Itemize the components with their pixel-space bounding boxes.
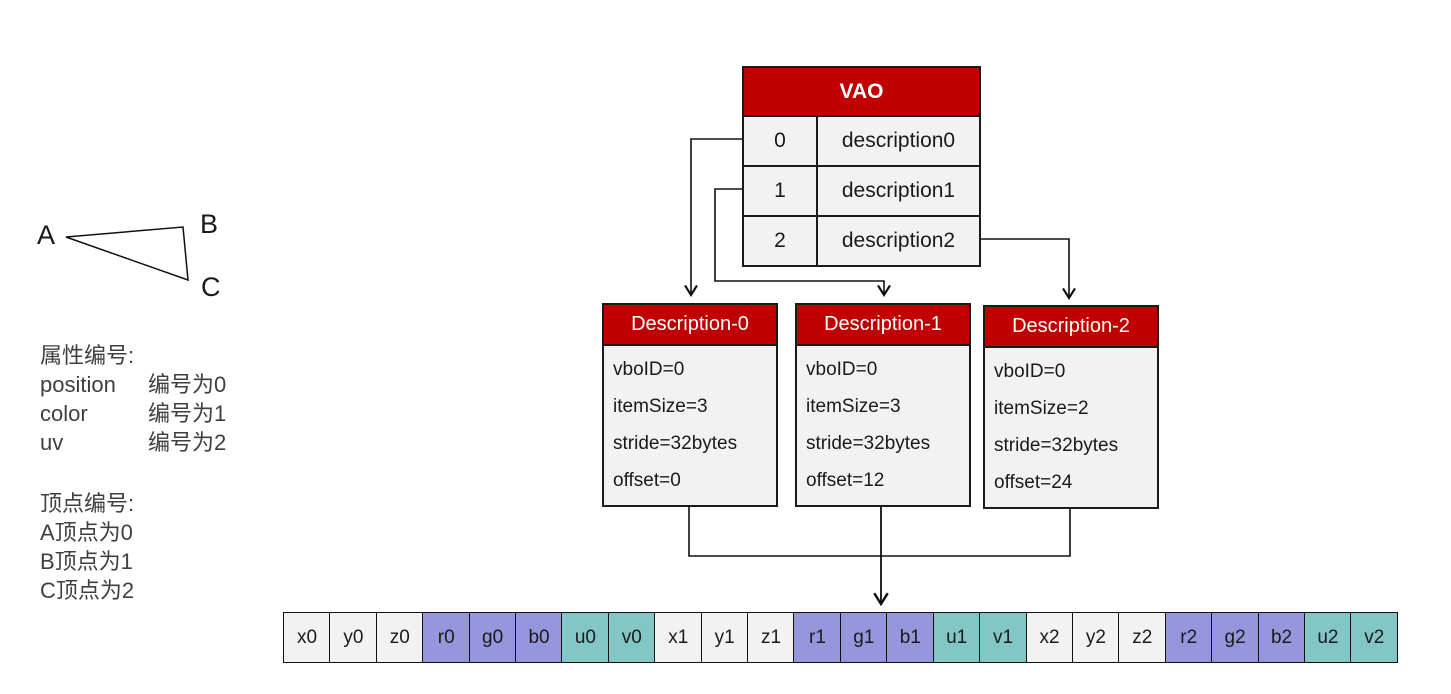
arrow-vao1-to-desc1 [714,188,891,298]
attribute-number: 编号为0 [148,372,227,397]
vao-row-description: description1 [841,179,956,202]
buffer-cell: x0 [283,612,331,663]
vao-row-index: 0 [744,117,818,165]
triangle-label-b: B [200,209,219,239]
line-desc-merge [688,499,1071,557]
buffer-cell: v0 [607,612,656,663]
buffer-cell: x2 [1025,612,1074,663]
description-field: vboID=0 [806,359,878,380]
buffer-cell: u2 [1303,612,1352,663]
buffer-cell: r0 [422,612,471,663]
buffer-cell: z2 [1118,612,1167,663]
buffer-cell: b0 [515,612,564,663]
triangle-label-c: C [201,272,221,302]
vao-table-row: 0 description0 [744,115,979,165]
vertex-note-line: B顶点为1 [40,549,133,574]
description-field: stride=32bytes [613,433,738,454]
buffer-cell: y1 [700,612,749,663]
attribute-number: 编号为1 [148,401,227,426]
vao-table: VAO 0 description0 1 description1 2 descripti… [742,66,981,267]
arrow-vao0-to-desc0 [684,138,742,298]
description-field: stride=32bytes [806,433,931,454]
vao-row-description: description0 [841,129,956,152]
attribute-name: position [40,372,116,397]
description-body: vboID=0 itemSize=3 stride=32bytes offset=12 [797,346,969,505]
buffer-cell: z1 [747,612,796,663]
buffer-cell: u1 [932,612,981,663]
description-field: offset=12 [806,470,885,491]
vao-table-rows: 0 description0 1 description1 2 description2 [744,115,979,265]
description-field: vboID=0 [994,361,1066,382]
buffer-cell: v2 [1350,612,1399,663]
attribute-notes-heading: 属性编号: [40,343,135,368]
buffer-cell: x1 [654,612,703,663]
buffer-cell: y2 [1071,612,1120,663]
vao-row-index: 1 [744,167,818,215]
description-field: offset=24 [994,472,1073,493]
description-field: itemSize=2 [994,398,1089,419]
vao-row-description: description2 [841,229,956,252]
vertex-notes-heading: 顶点编号: [40,491,135,516]
vertex-note-line: A顶点为0 [40,520,133,545]
buffer-cell: r1 [793,612,842,663]
attribute-note-row: uv 编号为2 [40,428,226,457]
description-header: Description-0 [604,305,776,346]
buffer-cell: r2 [1164,612,1213,663]
attribute-name: uv [40,430,64,455]
description-body: vboID=0 itemSize=3 stride=32bytes offset=0 [604,346,776,505]
attribute-note-row: color 编号为1 [40,399,226,428]
vertex-note-line: C顶点为2 [40,578,135,603]
triangle-shape [65,226,189,282]
vao-table-row: 1 description1 [744,165,979,215]
vao-table-row: 2 description2 [744,215,979,265]
attribute-note-row: position 编号为0 [40,370,226,399]
attribute-notes: 属性编号: position 编号为0 color 编号为1 uv 编号为2 [40,341,226,457]
triangle-label-a: A [37,220,56,250]
description-box-2: Description-2 vboID=0 itemSize=2 stride=32b… [983,305,1159,509]
description-header: Description-1 [797,305,969,346]
description-field: stride=32bytes [994,435,1119,456]
buffer-cell: u0 [561,612,610,663]
description-field: vboID=0 [613,359,685,380]
vao-table-header: VAO [744,68,979,115]
buffer-cell: g1 [839,612,888,663]
description-field: itemSize=3 [806,396,901,417]
description-box-0: Description-0 vboID=0 itemSize=3 stride=32b… [602,303,778,507]
description-header: Description-2 [985,307,1157,348]
buffer-cell: v1 [979,612,1028,663]
attribute-name: color [40,401,88,426]
attribute-number: 编号为2 [148,430,227,455]
buffer-cell: g2 [1211,612,1260,663]
buffer-cell: b2 [1257,612,1306,663]
arrow-vao2-to-desc2 [981,238,1076,301]
vao-row-index: 2 [744,217,818,265]
description-box-1: Description-1 vboID=0 itemSize=3 stride=32b… [795,303,971,507]
description-body: vboID=0 itemSize=2 stride=32bytes offset=24 [985,348,1157,507]
buffer-cell: b1 [886,612,935,663]
buffer-cell: y0 [329,612,378,663]
buffer-cell: g0 [468,612,517,663]
description-field: itemSize=3 [613,396,708,417]
description-field: offset=0 [613,470,681,491]
buffer-cell: z0 [375,612,424,663]
attribute-notes-rows: position 编号为0 color 编号为1 uv 编号为2 [40,370,226,457]
